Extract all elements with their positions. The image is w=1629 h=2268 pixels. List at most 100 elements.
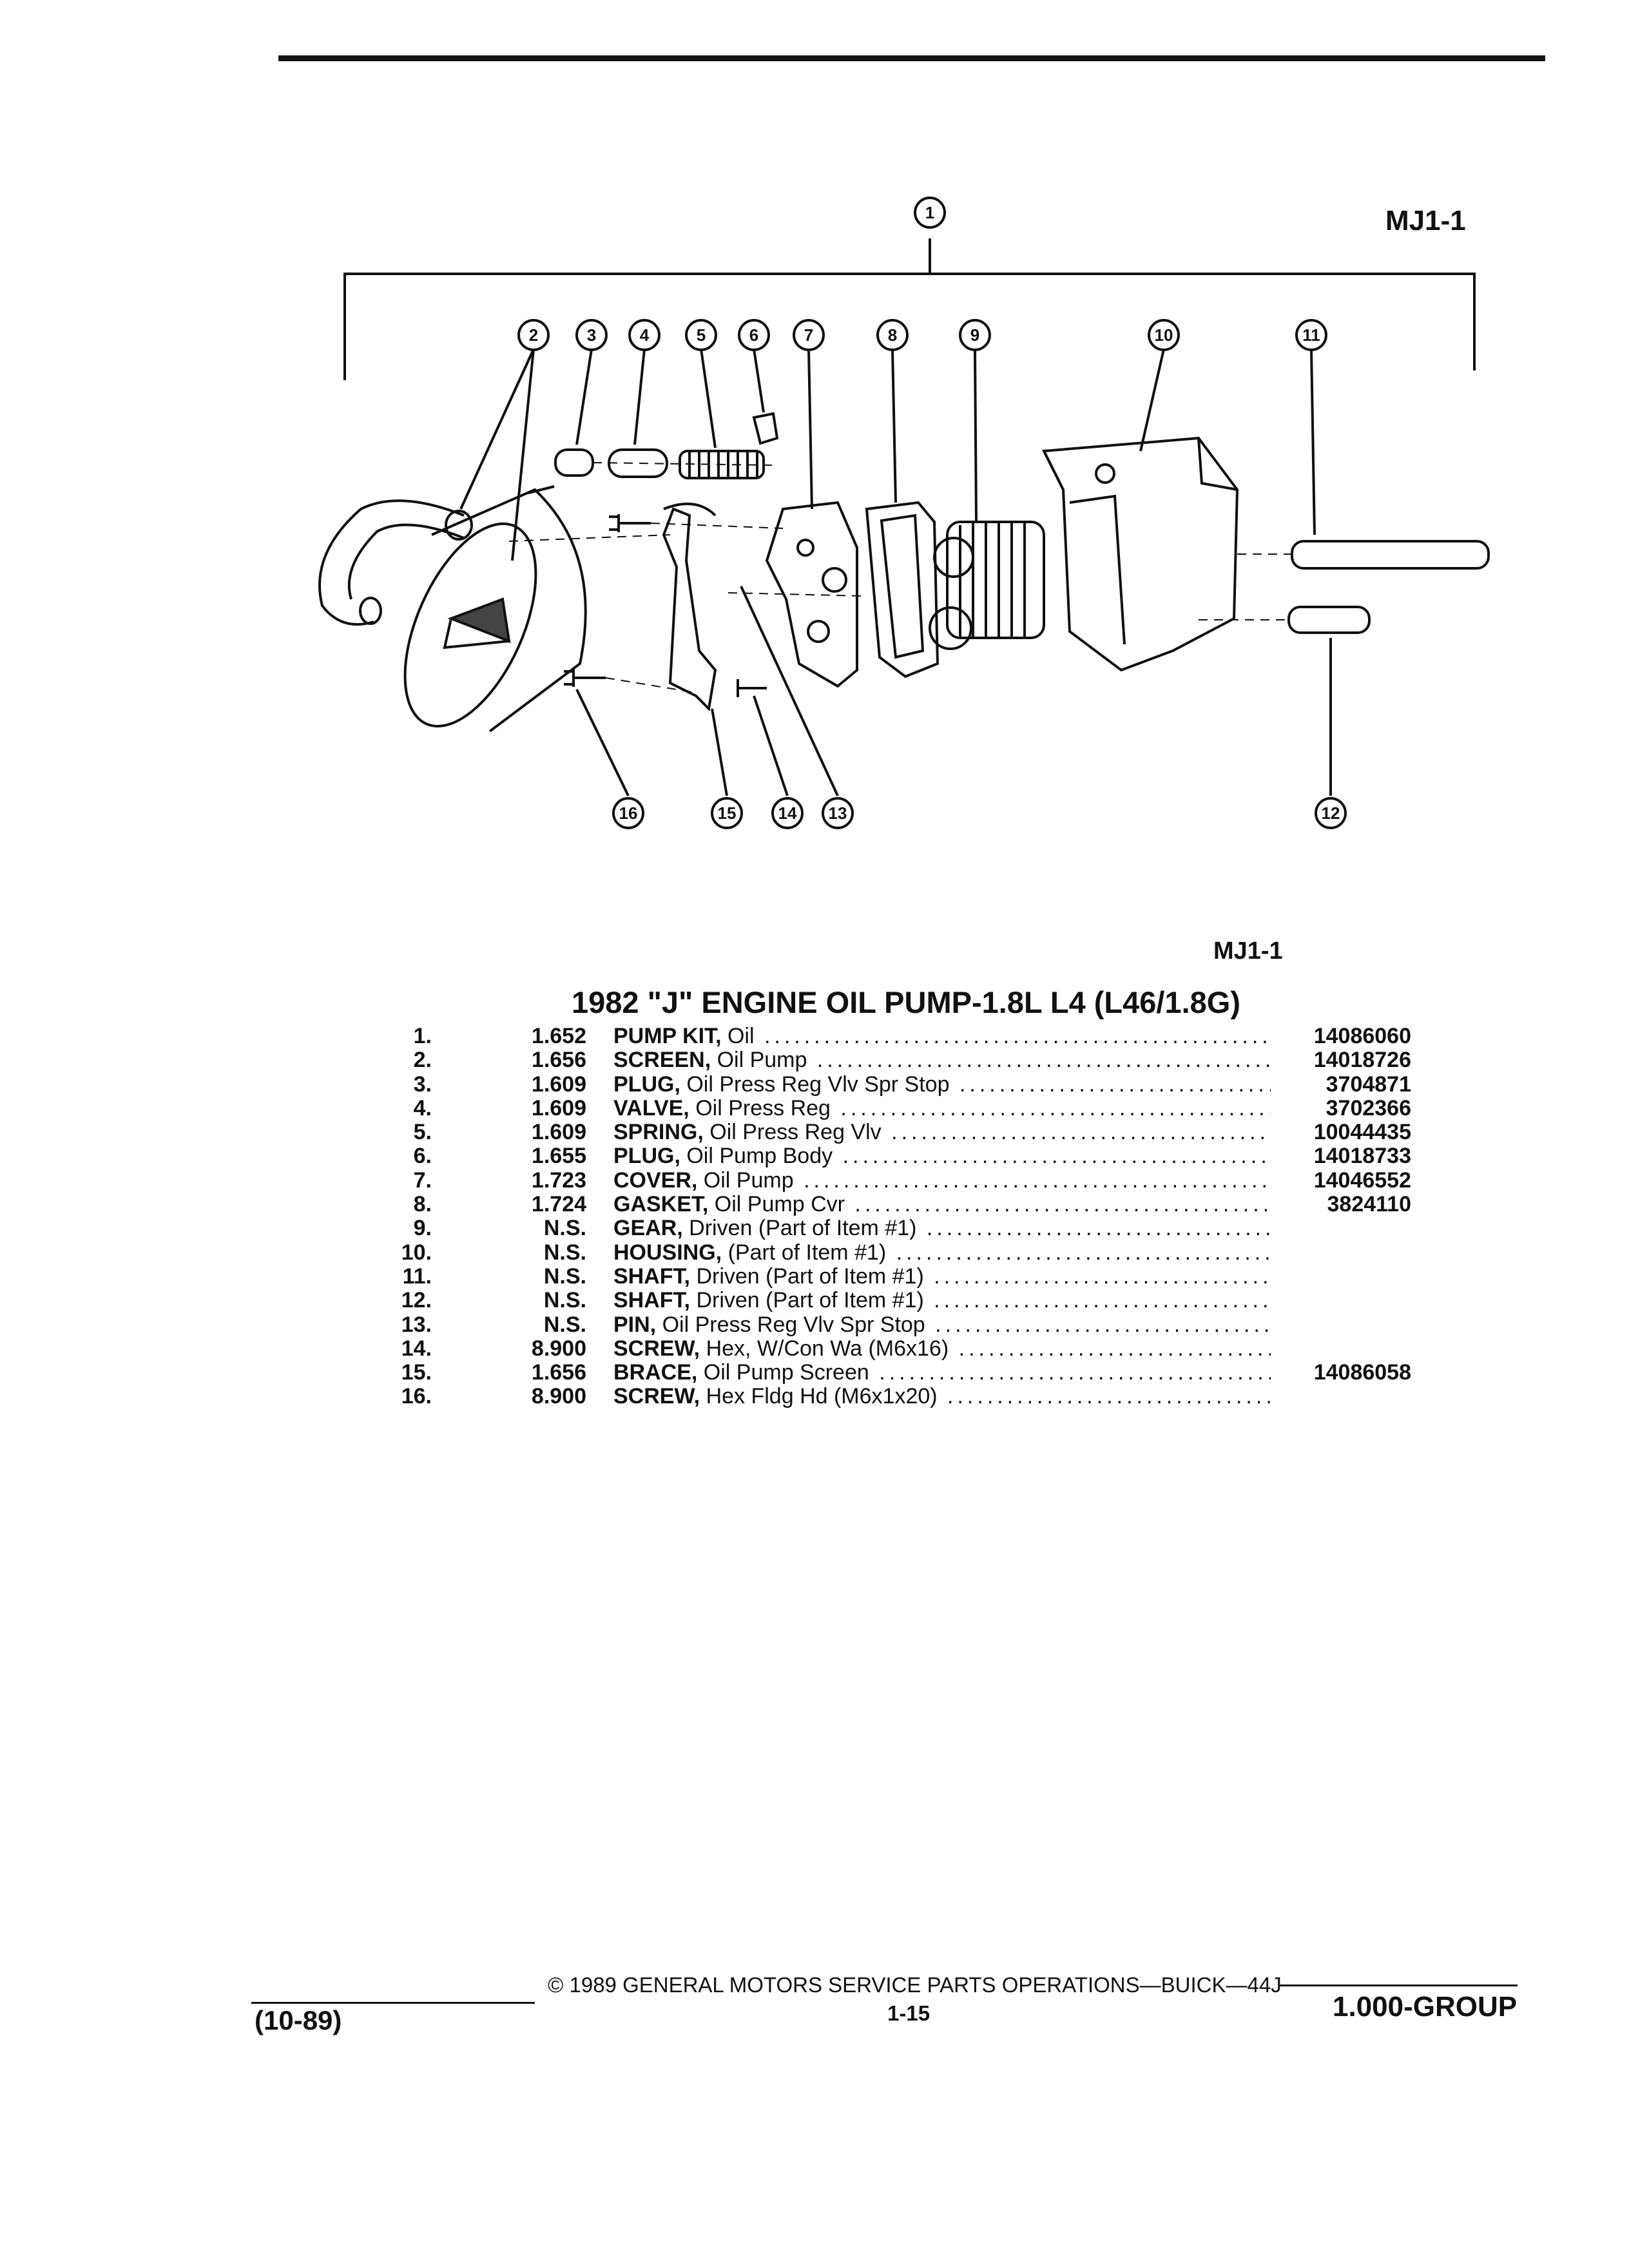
- part-detail: Driven (Part of Item #1): [690, 1289, 924, 1313]
- leader-dots: ........................................…: [854, 1193, 1271, 1217]
- page-number: 1-15: [887, 2001, 930, 2025]
- callout-8: 8: [888, 325, 897, 345]
- group-number: 8.900: [531, 1336, 586, 1361]
- part-name: SPRING,: [613, 1120, 704, 1145]
- item-number: 10.: [401, 1240, 432, 1265]
- leader-dots: ........................................…: [896, 1240, 1271, 1265]
- screen-part: [403, 485, 587, 733]
- part-description: SCREEN, Oil Pump .......................…: [613, 1048, 1271, 1072]
- gears-9: [929, 521, 1045, 650]
- part-name: COVER,: [613, 1168, 698, 1193]
- parts-row: 10.N.S.HOUSING, (Part of Item #1) ......…: [361, 1240, 1411, 1265]
- leader-dots: ........................................…: [764, 1024, 1271, 1048]
- leader-dots: ........................................…: [947, 1385, 1271, 1409]
- leader-dots: ........................................…: [840, 1096, 1271, 1120]
- exploded-view-diagram: 1 2 3 4 5 6 7 8 9 10 11 12 13 14 15 16: [318, 197, 1490, 829]
- part-description: COVER, Oil Pump ........................…: [613, 1169, 1271, 1193]
- item-number: 11.: [402, 1264, 432, 1289]
- part-detail: Oil Pump Body: [680, 1144, 833, 1169]
- figure-code-top: MJ1-1: [1385, 205, 1466, 236]
- part-name: SCREW,: [613, 1336, 700, 1361]
- item-number: 9.: [413, 1216, 432, 1241]
- part-name: VALVE,: [613, 1096, 689, 1120]
- part-detail: Driven (Part of Item #1): [690, 1264, 924, 1289]
- part-detail: Oil Press Reg Vlv Spr Stop: [680, 1072, 950, 1097]
- callout-5: 5: [697, 325, 706, 345]
- page-title: 1982 "J" ENGINE OIL PUMP-1.8L L4 (L46/1.…: [572, 985, 1241, 1019]
- group-number: 1.655: [531, 1144, 586, 1169]
- callout-14: 14: [778, 803, 797, 823]
- part-description: SCREW, Hex Fldg Hd (M6x1x20) ...........…: [613, 1385, 1271, 1408]
- part-description: VALVE, Oil Press Reg ...................…: [613, 1097, 1271, 1120]
- part-description: SHAFT, Driven (Part of Item #1) ........…: [613, 1289, 1271, 1312]
- item-number: 5.: [413, 1120, 432, 1145]
- group-number: 1.723: [531, 1168, 586, 1193]
- leader-dots: ........................................…: [935, 1312, 1271, 1337]
- group-number: N.S.: [543, 1240, 586, 1265]
- leader-dots: ........................................…: [891, 1120, 1271, 1145]
- part-detail: Oil Press Reg Vlv: [703, 1120, 882, 1145]
- group-number: N.S.: [543, 1288, 586, 1313]
- parts-row: 12.N.S.SHAFT, Driven (Part of Item #1) .…: [361, 1288, 1411, 1313]
- part-detail: Driven (Part of Item #1): [682, 1216, 917, 1241]
- footer-rule-right: [1279, 1984, 1518, 1986]
- plug-3: [554, 448, 594, 477]
- parts-row: 13.N.S.PIN, Oil Press Reg Vlv Spr Stop .…: [361, 1312, 1411, 1337]
- item-number: 14.: [401, 1336, 432, 1361]
- part-name: PLUG,: [613, 1144, 680, 1169]
- leader-dots: ........................................…: [959, 1072, 1271, 1097]
- leader-dots: ........................................…: [816, 1048, 1271, 1073]
- part-number: 14018726: [1313, 1048, 1411, 1073]
- figure-code-caption: MJ1-1: [1213, 937, 1283, 965]
- callout-12: 12: [1322, 803, 1340, 823]
- part-detail: Oil Pump: [711, 1048, 807, 1073]
- part-detail: Oil Press Reg: [689, 1096, 831, 1120]
- callout-9: 9: [970, 325, 979, 345]
- part-detail: Hex, W/Con Wa (M6x16): [700, 1336, 949, 1361]
- callout-3: 3: [587, 325, 596, 345]
- part-name: GASKET,: [613, 1193, 709, 1217]
- part-number: 14086058: [1313, 1360, 1411, 1385]
- part-description: PLUG, Oil Press Reg Vlv Spr Stop .......…: [613, 1073, 1271, 1097]
- part-detail: Hex Fldg Hd (M6x1x20): [700, 1385, 938, 1409]
- callout-6: 6: [749, 325, 758, 345]
- item-number: 15.: [401, 1360, 432, 1385]
- copyright-line: © 1989 GENERAL MOTORS SERVICE PARTS OPER…: [548, 1973, 1282, 1997]
- part-description: PUMP KIT, Oil ..........................…: [613, 1024, 1271, 1048]
- part-detail: Oil Pump Screen: [697, 1361, 869, 1385]
- revision-date: (10-89): [255, 2005, 342, 2035]
- cover-7: [765, 501, 858, 688]
- part-description: SPRING, Oil Press Reg Vlv ..............…: [613, 1120, 1271, 1144]
- group-number: 8.900: [531, 1384, 586, 1409]
- plug-6: [752, 412, 779, 445]
- group-number: 1.724: [531, 1192, 586, 1217]
- part-name: HOUSING,: [613, 1240, 722, 1265]
- leader-dots: ........................................…: [958, 1336, 1271, 1361]
- item-number: 6.: [413, 1144, 432, 1169]
- leader-dots: ........................................…: [842, 1144, 1271, 1169]
- part-description: PLUG, Oil Pump Body ....................…: [613, 1144, 1271, 1168]
- leader-dots: ........................................…: [879, 1361, 1271, 1385]
- parts-row: 9.N.S.GEAR, Driven (Part of Item #1) ...…: [361, 1216, 1411, 1241]
- part-number: 14046552: [1313, 1168, 1411, 1193]
- parts-row: 14. 8.900 SCREW, Hex, W/Con Wa (M6x16) ...…: [361, 1336, 1411, 1361]
- part-name: GEAR,: [613, 1216, 683, 1241]
- callout-16: 16: [619, 803, 638, 823]
- callout-15: 15: [718, 803, 737, 823]
- group-label: 1.000-GROUP: [1333, 1991, 1518, 2023]
- part-number: 3704871: [1325, 1072, 1411, 1097]
- brace-15: [662, 507, 717, 712]
- group-number: 1.609: [531, 1095, 586, 1120]
- part-detail: Oil: [721, 1024, 755, 1048]
- callout-11: 11: [1302, 325, 1320, 345]
- part-name: PIN,: [613, 1312, 657, 1337]
- part-number: 10044435: [1313, 1120, 1411, 1145]
- callout-10: 10: [1155, 325, 1173, 345]
- item-number: 1.: [413, 1024, 432, 1048]
